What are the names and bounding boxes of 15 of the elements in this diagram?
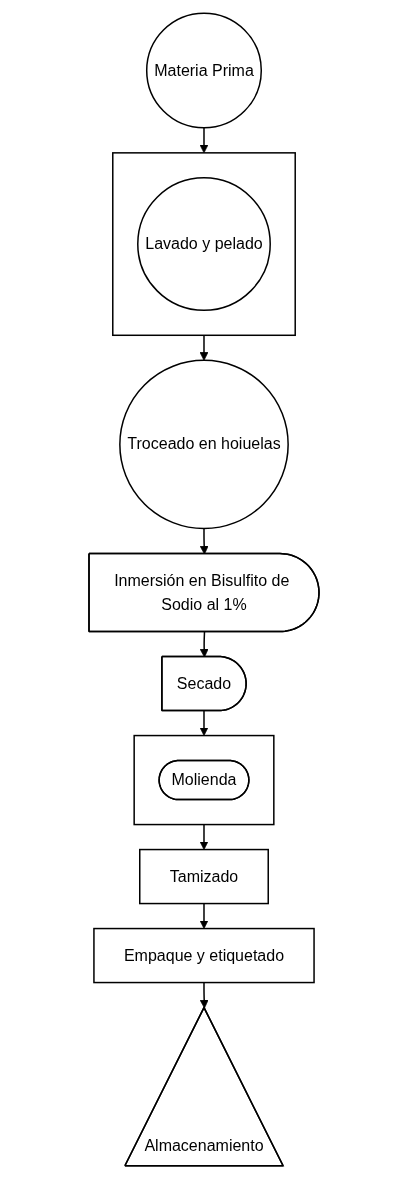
cluster (111, 152, 296, 337)
arrow (199, 631, 209, 658)
node-circle: Lavado y pelado (136, 177, 271, 312)
cluster (132, 734, 275, 826)
node-box: Tamizado (138, 848, 269, 905)
arrow (199, 981, 209, 1009)
node-circle: Troceado en hoiuelas (118, 359, 289, 530)
node-box: Empaque y etiquetado (92, 927, 315, 984)
arrow (199, 709, 208, 736)
arrow (199, 334, 208, 361)
arrow (199, 823, 208, 850)
node-circle: Materia Prima (145, 12, 262, 129)
arrow (199, 527, 209, 555)
arrow (199, 902, 208, 929)
arrow (199, 127, 208, 154)
